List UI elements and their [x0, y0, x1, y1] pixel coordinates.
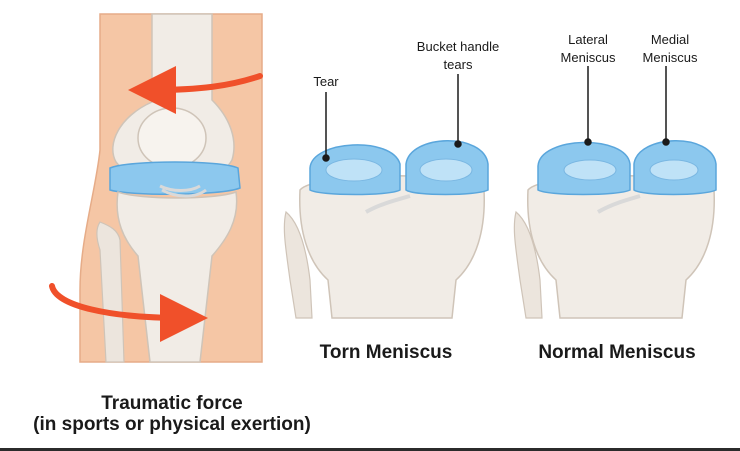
upper-rotation-arrow [128, 65, 263, 114]
torn-lateral-inner [325, 158, 383, 182]
normal-tibia-top [527, 175, 715, 319]
medial-pointer-dot [662, 138, 670, 146]
torn-meniscus-title: Torn Meniscus [319, 342, 453, 363]
bucket-handle-label-line1: Bucket handle [416, 39, 500, 54]
ligament-strands [159, 184, 207, 198]
medial-meniscus-label-line1: Medial [650, 32, 690, 47]
lateral-meniscus-label-line2: Meniscus [560, 50, 616, 65]
bucket-handle-label-line2: tears [443, 57, 473, 72]
torn-meniscus-illustration [283, 140, 489, 319]
tear-pointer-dot [322, 154, 330, 162]
medial-meniscus-label-line2: Meniscus [642, 50, 698, 65]
fibula-bone [96, 221, 125, 363]
normal-fibula [513, 210, 543, 319]
normal-meniscus-title: Normal Meniscus [538, 342, 696, 363]
torn-medial-inner [419, 158, 473, 182]
traumatic-force-caption-line2: (in sports or physical exertion) [33, 414, 311, 435]
tear-label: Tear [313, 74, 339, 89]
normal-ligament [597, 194, 641, 214]
knee-meniscus-left [109, 161, 241, 195]
normal-lateral-inner [563, 159, 617, 181]
lateral-pointer-dot [584, 138, 592, 146]
bottom-divider [0, 448, 740, 451]
torn-tibia-top [299, 175, 485, 319]
leg-knee-illustration [49, 13, 263, 363]
lateral-meniscus-label-line1: Lateral [568, 32, 608, 47]
traumatic-force-caption-line1: Traumatic force [101, 393, 243, 414]
normal-medial-inner [649, 159, 699, 181]
label-pointers [322, 66, 670, 162]
bucket-pointer-dot [454, 140, 462, 148]
torn-fibula [283, 210, 313, 319]
torn-ligament [365, 194, 411, 214]
lower-rotation-arrow [49, 283, 208, 342]
normal-meniscus-illustration [513, 140, 717, 319]
patella-bone [137, 107, 207, 169]
